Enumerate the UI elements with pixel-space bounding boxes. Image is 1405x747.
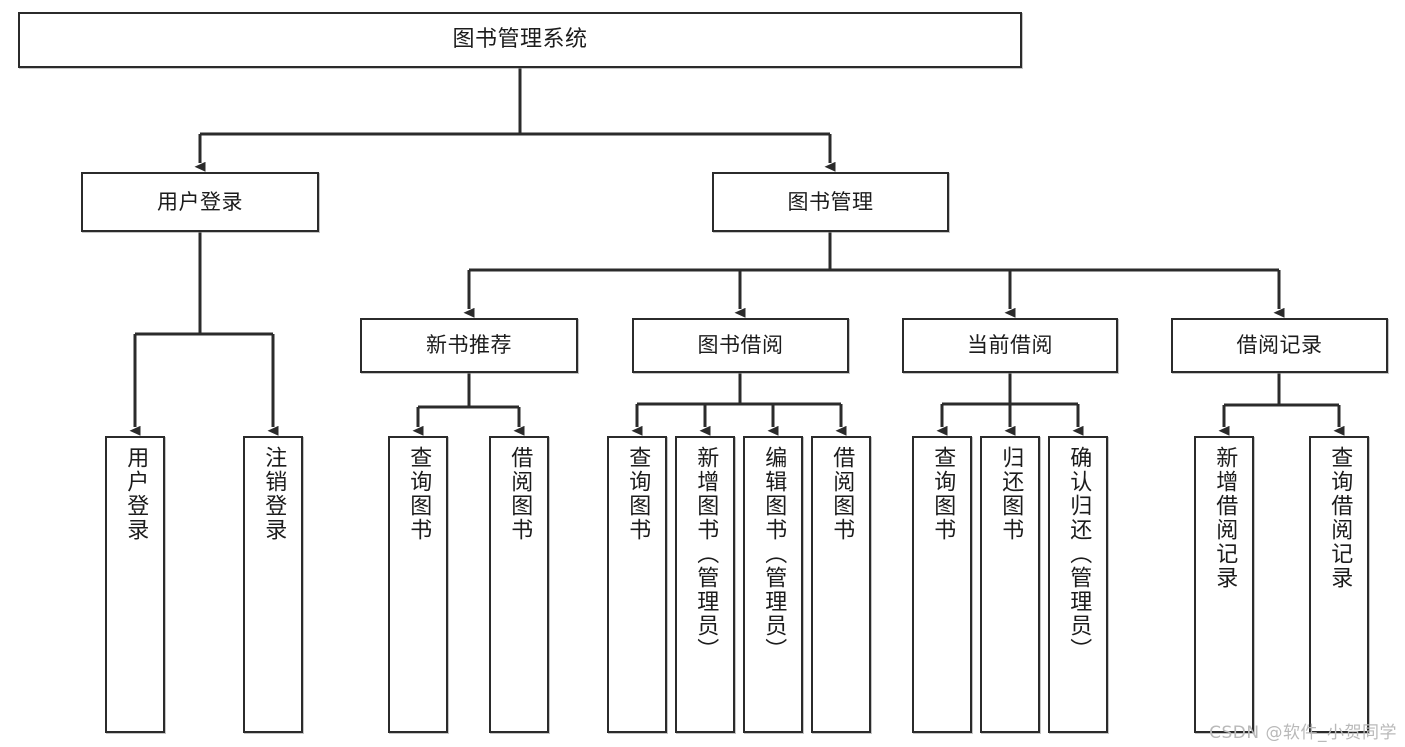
- node-book-borrow[interactable]: 图书借阅: [632, 318, 849, 373]
- watermark-text: CSDN @软件_小贺同学: [1209, 723, 1397, 743]
- node-root-system[interactable]: 图书管理系统: [18, 12, 1022, 68]
- node-leaf-record-query-label: 查询借阅记录: [1327, 446, 1353, 590]
- node-leaf-user-login-signin-label: 用户登录: [123, 446, 149, 542]
- node-user-login[interactable]: 用户登录: [81, 172, 319, 232]
- node-leaf-current-query-book-label: 查询图书: [930, 446, 956, 542]
- node-leaf-new-book-query-label: 查询图书: [406, 446, 432, 542]
- node-leaf-current-confirm-return-label: 确认归还（管理员）: [1066, 446, 1092, 662]
- node-book-management-label: 图书管理: [787, 189, 874, 214]
- node-root-system-label: 图书管理系统: [452, 27, 588, 53]
- node-book-management[interactable]: 图书管理: [712, 172, 949, 232]
- node-borrow-record[interactable]: 借阅记录: [1171, 318, 1388, 373]
- node-leaf-borrow-borrow-book[interactable]: 借阅图书: [811, 436, 871, 733]
- node-leaf-borrow-edit-book[interactable]: 编辑图书（管理员）: [743, 436, 803, 733]
- node-leaf-current-confirm-return[interactable]: 确认归还（管理员）: [1048, 436, 1108, 733]
- node-leaf-record-add[interactable]: 新增借阅记录: [1194, 436, 1254, 733]
- node-leaf-borrow-add-book[interactable]: 新增图书（管理员）: [675, 436, 735, 733]
- node-leaf-borrow-borrow-book-label: 借阅图书: [829, 446, 855, 542]
- node-current-borrow[interactable]: 当前借阅: [902, 318, 1118, 373]
- node-leaf-borrow-edit-book-label: 编辑图书（管理员）: [761, 446, 787, 662]
- node-current-borrow-label: 当前借阅: [967, 333, 1053, 358]
- node-book-borrow-label: 图书借阅: [697, 333, 784, 358]
- node-new-book-recommend-label: 新书推荐: [426, 333, 512, 358]
- node-leaf-user-login-signout-label: 注销登录: [261, 446, 287, 542]
- node-leaf-current-return-book-label: 归还图书: [998, 446, 1024, 542]
- node-leaf-user-login-signin[interactable]: 用户登录: [105, 436, 165, 733]
- node-leaf-new-book-query[interactable]: 查询图书: [388, 436, 448, 733]
- node-leaf-user-login-signout[interactable]: 注销登录: [243, 436, 303, 733]
- node-leaf-record-query[interactable]: 查询借阅记录: [1309, 436, 1369, 733]
- node-borrow-record-label: 借阅记录: [1236, 333, 1323, 358]
- node-leaf-new-book-borrow[interactable]: 借阅图书: [489, 436, 549, 733]
- node-leaf-record-add-label: 新增借阅记录: [1212, 446, 1238, 590]
- node-leaf-current-query-book[interactable]: 查询图书: [912, 436, 972, 733]
- node-leaf-borrow-add-book-label: 新增图书（管理员）: [693, 446, 719, 662]
- node-new-book-recommend[interactable]: 新书推荐: [360, 318, 578, 373]
- node-leaf-current-return-book[interactable]: 归还图书: [980, 436, 1040, 733]
- node-leaf-new-book-borrow-label: 借阅图书: [507, 446, 533, 542]
- node-user-login-label: 用户登录: [157, 189, 243, 214]
- node-leaf-borrow-query-book-label: 查询图书: [625, 446, 651, 542]
- node-leaf-borrow-query-book[interactable]: 查询图书: [607, 436, 667, 733]
